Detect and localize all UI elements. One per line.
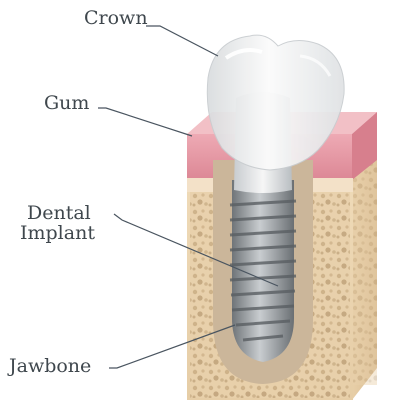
crown-label: Crown	[84, 9, 148, 28]
crown-leader-line	[146, 26, 218, 56]
jawbone-label: Jawbone	[9, 357, 91, 376]
gum-leader-line	[98, 108, 192, 136]
dental-implant-label-line1: Dental	[27, 204, 91, 223]
dental-implant-label-line2: Implant	[20, 224, 95, 243]
gum-label: Gum	[44, 94, 89, 113]
